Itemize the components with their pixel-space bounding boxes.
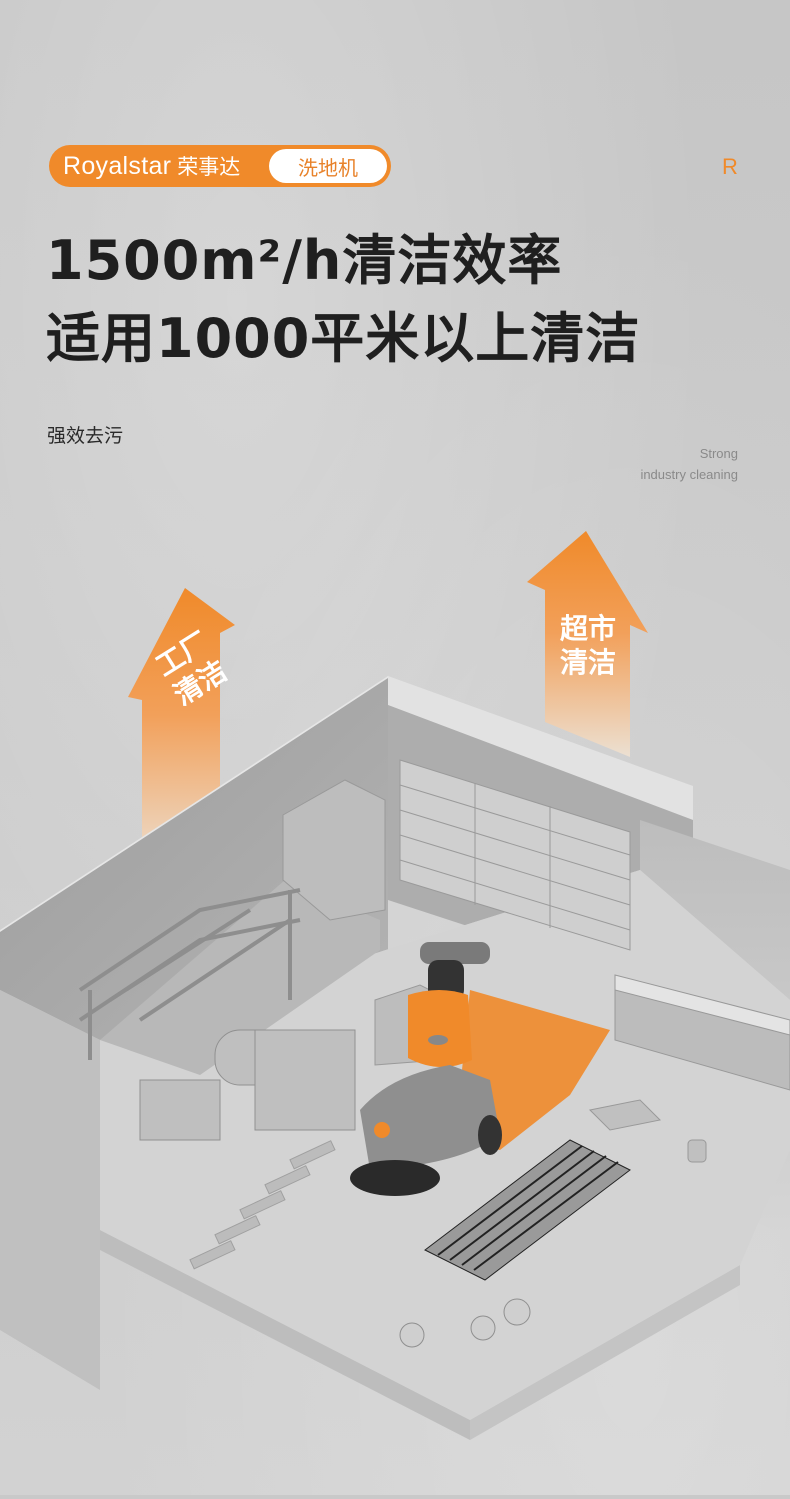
brand-name-en: Royalstar (63, 151, 172, 180)
supermarket-shelves (399, 759, 631, 951)
headline-line-1: 1500m²/h清洁效率 (46, 229, 563, 292)
factory-machinery (139, 1029, 356, 1141)
supermarket-label-line-1: 超市 (560, 612, 617, 645)
supermarket-label-line-2: 清洁 (560, 646, 617, 679)
headline: 1500m²/h清洁效率 适用1000平米以上清洁 (46, 222, 640, 378)
produce-display (614, 974, 790, 1091)
brand-badge: Royalstar 荣事达 洗地机 (49, 145, 391, 187)
supermarket-arrow-icon (527, 531, 648, 757)
english-tagline-line-2: industry cleaning (640, 467, 738, 482)
subtitle: 强效去污 (47, 425, 124, 447)
isometric-scene-illustration: 工厂 清洁 超市 清洁 (0, 520, 790, 1495)
english-tagline-line-1: Strong (699, 446, 738, 461)
brand-name-cn: 荣事达 (177, 155, 241, 179)
english-tagline: Strong industry cleaning (640, 443, 738, 485)
floor-grate (424, 1139, 631, 1281)
r-logo-icon: R (722, 154, 738, 179)
supermarket-cleaning-label: 超市 清洁 (560, 612, 616, 680)
factory-scaffold (78, 888, 301, 1060)
floor-scrubber-machine (350, 942, 502, 1196)
product-category-pill: 洗地机 (269, 149, 387, 183)
headline-line-2: 适用1000平米以上清洁 (46, 307, 641, 370)
